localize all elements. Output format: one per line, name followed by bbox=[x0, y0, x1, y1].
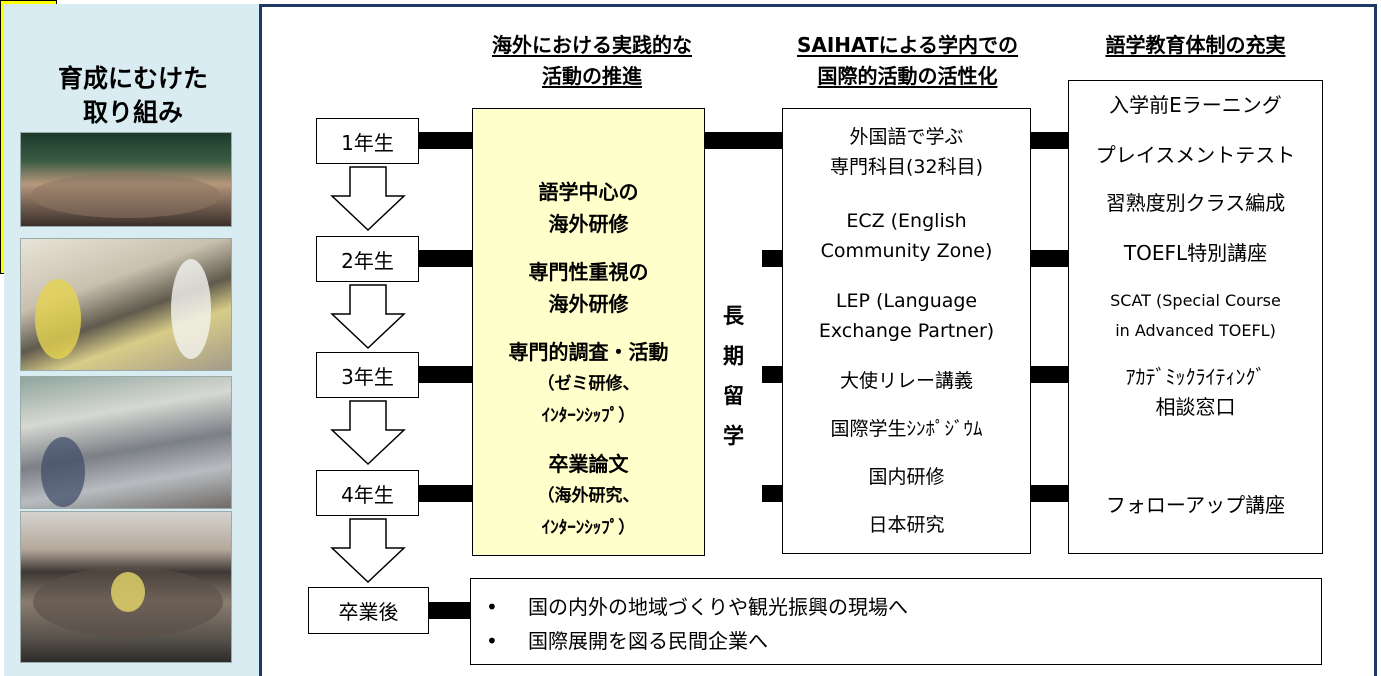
language-item: SCAT (Special Course in Advanced TOEFL) bbox=[1110, 291, 1281, 340]
career-item: 国の内外の地域づくりや観光振興の現場へ bbox=[486, 590, 908, 624]
photo-classroom-group bbox=[20, 132, 232, 227]
campus-item: 国内研修 bbox=[868, 466, 945, 488]
language-item: フォローアップ講座 bbox=[1105, 493, 1286, 517]
language-box bbox=[1068, 80, 1323, 554]
connector-year3-overseas bbox=[419, 366, 472, 383]
year-2-box: 2年生 bbox=[316, 236, 419, 282]
overseas-item-specialty-training: 専門性重視の 海外研修 bbox=[472, 256, 705, 320]
connector-campus-language-2 bbox=[1031, 250, 1068, 267]
campus-item: 日本研究 bbox=[868, 514, 945, 536]
sidebar-title: 育成にむけた 取り組み bbox=[57, 64, 208, 127]
heading-campus: SAIHATによる学内での 国際的活動の活性化 bbox=[796, 33, 1019, 88]
year-3-box: 3年生 bbox=[316, 352, 419, 398]
long-term-study-label: 長 期 留 学 bbox=[723, 304, 744, 448]
year-4-box: 4年生 bbox=[316, 470, 419, 516]
connector-year4-overseas bbox=[419, 485, 472, 502]
connector-long-campus-1 bbox=[762, 250, 782, 267]
down-arrow-icon bbox=[330, 166, 406, 232]
overseas-item-sub: （ゼミ研修、 ｲﾝﾀｰﾝｼｯﾌﾟ） bbox=[537, 374, 640, 426]
overseas-item-title: 語学中心の 海外研修 bbox=[538, 180, 639, 236]
campus-box bbox=[782, 108, 1031, 554]
photo-field-activity bbox=[20, 238, 232, 371]
heading-overseas: 海外における実践的な 活動の推進 bbox=[492, 33, 692, 88]
overseas-item-thesis: 卒業論文 （海外研究、 ｲﾝﾀｰﾝｼｯﾌﾟ） bbox=[472, 448, 705, 544]
down-arrow-icon bbox=[330, 400, 406, 466]
overseas-box bbox=[472, 108, 705, 556]
connector-campus-language-1 bbox=[1031, 132, 1068, 149]
connector-overseas-campus bbox=[705, 132, 782, 149]
language-item: TOEFL特別講座 bbox=[1123, 241, 1268, 265]
overseas-item-sub: （海外研究、 ｲﾝﾀｰﾝｼｯﾌﾟ） bbox=[537, 486, 640, 538]
language-item: 入学前Eラーニング bbox=[1109, 93, 1282, 117]
overseas-item-language-training: 語学中心の 海外研修 bbox=[472, 176, 705, 240]
career-item: 国際展開を図る民間企業へ bbox=[486, 624, 908, 658]
heading-language: 語学教育体制の充実 bbox=[1105, 33, 1286, 57]
campus-item: 国際学生ｼﾝﾎﾟｼﾞｳﾑ bbox=[830, 418, 983, 440]
connector-year1-overseas bbox=[419, 132, 472, 149]
campus-item: ECZ (English Community Zone) bbox=[820, 210, 993, 262]
career-list: 国の内外の地域づくりや観光振興の現場へ 国際展開を図る民間企業へ bbox=[486, 590, 908, 658]
overseas-item-field-research: 専門的調査・活動 （ゼミ研修、 ｲﾝﾀｰﾝｼｯﾌﾟ） bbox=[472, 336, 705, 432]
photo-lecture-room bbox=[20, 376, 232, 509]
connector-long-campus-3 bbox=[762, 485, 782, 502]
down-arrow-icon bbox=[330, 284, 406, 350]
year-1-box: 1年生 bbox=[316, 118, 419, 164]
language-item: プレイスメントテスト bbox=[1095, 143, 1296, 167]
photo-group-students bbox=[20, 511, 232, 663]
connector-campus-language-3 bbox=[1031, 366, 1068, 383]
connector-campus-language-4 bbox=[1031, 485, 1068, 502]
campus-item: LEP (Language Exchange Partner) bbox=[818, 290, 995, 342]
graduation-box: 卒業後 bbox=[308, 587, 429, 634]
overseas-item-title: 卒業論文 bbox=[548, 452, 629, 476]
language-item: 習熟度別クラス編成 bbox=[1105, 191, 1286, 215]
connector-long-campus-2 bbox=[762, 366, 782, 383]
connector-graduation-career bbox=[429, 602, 470, 619]
campus-item: 外国語で学ぶ 専門科目(32科目) bbox=[829, 126, 983, 178]
connector-year2-overseas bbox=[419, 250, 472, 267]
down-arrow-icon bbox=[330, 518, 406, 584]
campus-item: 大使リレー講義 bbox=[839, 370, 973, 392]
language-item: ｱｶﾃﾞﾐｯｸﾗｲﾃｨﾝｸﾞ 相談窓口 bbox=[1125, 365, 1266, 419]
overseas-item-title: 専門性重視の 海外研修 bbox=[528, 260, 649, 316]
overseas-item-title: 専門的調査・活動 bbox=[508, 340, 669, 364]
